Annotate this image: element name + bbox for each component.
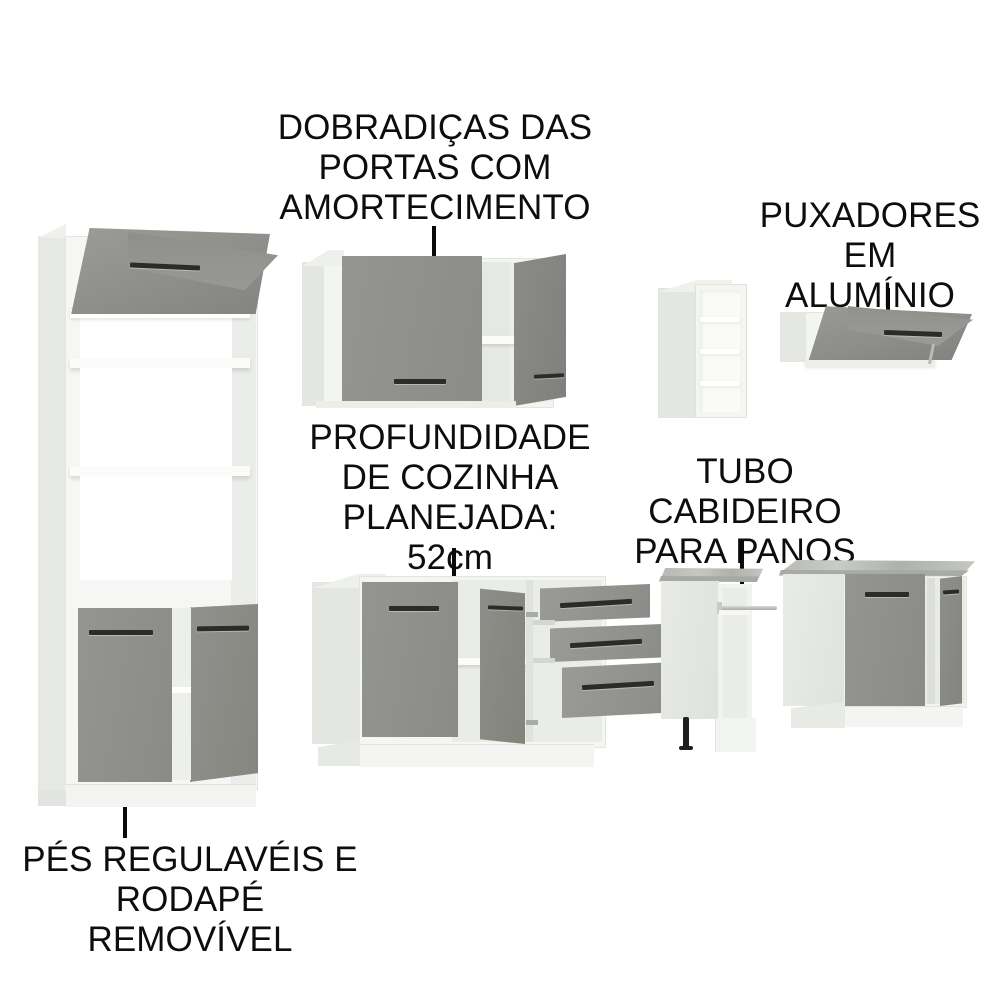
shelf-unit-shelf-3 bbox=[700, 381, 740, 386]
handle-base2-door-left[interactable] bbox=[865, 592, 909, 597]
piece-wall-cabinet-two-doors[interactable] bbox=[302, 248, 574, 410]
adjustable-foot-base bbox=[679, 746, 693, 750]
base2-countertop-edge bbox=[779, 570, 969, 576]
piece-wall-cabinet-flip-up[interactable] bbox=[780, 304, 995, 376]
shelf-unit-niche-1 bbox=[700, 290, 740, 317]
cabinet-niche-middle bbox=[80, 368, 232, 472]
handle-bottom-door-left[interactable] bbox=[89, 630, 153, 635]
base2-door-right[interactable] bbox=[940, 576, 962, 706]
adjustable-foot bbox=[683, 717, 689, 749]
base-cabinet-left-side bbox=[312, 582, 360, 744]
cabinet-interior-between-doors bbox=[172, 608, 191, 780]
towel-rail-tube[interactable] bbox=[719, 606, 777, 610]
drawer-runner-middle bbox=[533, 658, 555, 663]
wall-cabinet-top-bevel bbox=[302, 250, 344, 266]
piece-base-cabinet-doors-drawers[interactable] bbox=[312, 562, 674, 784]
shelf-unit-left-side bbox=[658, 288, 696, 418]
handle-wall-cabinet-door-left[interactable] bbox=[394, 379, 446, 384]
towel-cabinet-countertop-edge bbox=[659, 576, 759, 582]
drawer-runner-top bbox=[533, 620, 555, 625]
bottom-door-left[interactable] bbox=[78, 608, 172, 782]
piece-base-cabinet-towel-rail[interactable] bbox=[655, 562, 785, 752]
towel-cabinet-front-panel bbox=[661, 581, 719, 719]
callout-depth: PROFUNDIDADE DE COZINHA PLANEJADA: 52cm bbox=[309, 418, 591, 577]
flip-cabinet-bottom-board bbox=[805, 357, 935, 366]
shelf-unit-niche-3 bbox=[700, 354, 740, 381]
base-cabinet-interior-divider bbox=[526, 580, 533, 742]
towel-cabinet-countertop bbox=[661, 568, 763, 578]
callout-feet: PÉS REGULAVÉIS E RODAPÉ REMOVÍVEL bbox=[22, 840, 358, 959]
leader-line-hinges bbox=[432, 226, 436, 274]
wall-cabinet-left-side bbox=[302, 262, 324, 406]
cabinet-shelf-2 bbox=[70, 358, 250, 368]
base-cabinet-door-middle[interactable] bbox=[480, 588, 525, 744]
piece-tall-pantry-cabinet[interactable] bbox=[38, 212, 278, 807]
handle-bottom-door-right[interactable] bbox=[196, 625, 250, 632]
towel-rail-shelf bbox=[719, 610, 751, 615]
callout-towel-rail: TUBO CABIDEIRO PARA PANOS bbox=[634, 452, 856, 571]
leader-line-feet bbox=[123, 790, 127, 838]
wall-cabinet-door-right[interactable] bbox=[514, 254, 566, 406]
piece-open-shelf-unit[interactable] bbox=[658, 280, 754, 420]
towel-cabinet-plinth bbox=[715, 718, 756, 752]
cabinet-niche-upper bbox=[80, 312, 232, 360]
plinth-side bbox=[38, 790, 66, 806]
shelf-unit-shelf-1 bbox=[700, 317, 740, 322]
wall-cabinet-interior-back bbox=[480, 262, 510, 402]
removable-plinth bbox=[65, 784, 256, 807]
base2-plinth bbox=[843, 706, 963, 727]
cabinet-shelf-3 bbox=[70, 466, 250, 476]
flip-cabinet-left-side bbox=[780, 312, 806, 362]
wall-cabinet-bottom-board bbox=[316, 401, 516, 408]
piece-base-cabinet-two-doors[interactable] bbox=[775, 552, 995, 757]
base-cabinet-plinth bbox=[359, 744, 594, 767]
bottom-door-right[interactable] bbox=[190, 604, 258, 782]
cabinet-niche-lower bbox=[80, 476, 232, 580]
shelf-unit-niche-2 bbox=[700, 322, 740, 349]
cabinet-left-side-panel bbox=[38, 236, 67, 804]
shelf-unit-shelf-2 bbox=[700, 349, 740, 354]
leader-line-depth bbox=[452, 548, 456, 594]
base2-left-side bbox=[783, 574, 845, 706]
base2-interior-divider bbox=[927, 578, 935, 704]
towel-rail-bracket bbox=[717, 602, 722, 614]
drawer-bottom[interactable] bbox=[562, 662, 674, 718]
callout-handles: PUXADORES EM ALUMÍNIO bbox=[759, 196, 981, 315]
handle-base-cabinet-door-left[interactable] bbox=[389, 606, 439, 611]
shelf-unit-niche-4 bbox=[700, 386, 740, 412]
base2-countertop bbox=[780, 560, 975, 572]
cabinet-interior-shelf bbox=[172, 687, 191, 693]
base-cabinet-hinge-lower bbox=[526, 720, 538, 725]
callout-hinges: DOBRADIÇAS DAS PORTAS COM AMORTECIMENTO bbox=[277, 108, 593, 227]
base-cabinet-hinge-upper bbox=[526, 612, 538, 617]
